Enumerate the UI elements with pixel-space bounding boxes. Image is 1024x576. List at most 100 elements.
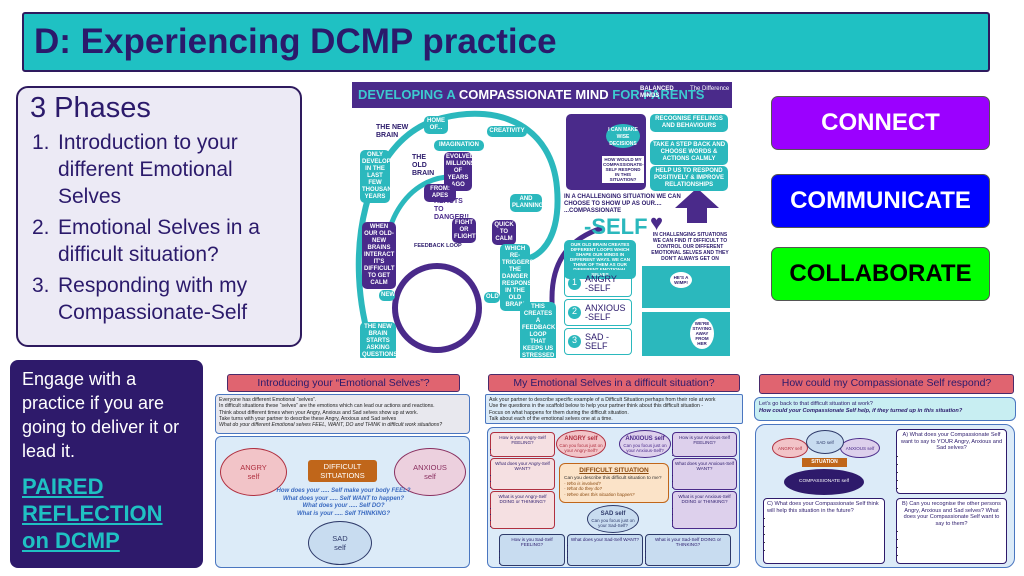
phase-item: 3. Responding with my Compassionate-Self bbox=[30, 272, 288, 326]
question-box-c: C) What does your Compassionate Self thi… bbox=[763, 498, 885, 564]
panel1-header: Introducing your “Emotional Selves”? bbox=[227, 374, 460, 392]
self-label: self bbox=[334, 543, 346, 552]
sad-doing-box: What is your Sad-Self DOING or THINKING? bbox=[645, 534, 731, 566]
the-difference-logo: The Difference bbox=[690, 86, 730, 92]
situation-item: - What do they do? bbox=[564, 486, 603, 492]
self-label: self bbox=[247, 472, 260, 481]
phase-text: Responding with my Compassionate-Self bbox=[58, 274, 248, 324]
phase-number: 3. bbox=[32, 274, 50, 297]
self-label: -SELF bbox=[584, 214, 648, 239]
box-question: What does your Angry-Self WANT? bbox=[495, 461, 550, 472]
evolved-bubble: EVOLVED MILLIONS OF YEARS AGO bbox=[444, 152, 475, 191]
question: What does your ..... Self DO? bbox=[302, 503, 385, 509]
self-number: 3 bbox=[568, 335, 581, 348]
sad-feeling-box: How is you Sad-Self FEELING? bbox=[499, 534, 565, 566]
difficult-situation-box: DIFFICULT SITUATION Can you describe thi… bbox=[559, 463, 669, 503]
infographic-title-a: DEVELOPING A bbox=[358, 87, 459, 102]
box-question: What does your Sad-Self WANT? bbox=[570, 537, 640, 542]
sad-want-box: What does your Sad-Self WANT? bbox=[567, 534, 643, 566]
sad-focus: Can you focus just on your Sad-Self? bbox=[591, 517, 635, 528]
slide-title: D: Experiencing DCMP practice bbox=[22, 12, 990, 72]
phase-item: 2. Emotional Selves in a difficult situat… bbox=[30, 214, 288, 268]
compassionate-self-ellipse: COMPASSIONATE self bbox=[784, 469, 864, 495]
infographic-header: DEVELOPING A COMPASSIONATE MIND FOR PARE… bbox=[352, 82, 732, 108]
only-developed-bubble: ONLY DEVELOPED IN THE LAST FEW THOUSAND … bbox=[360, 150, 399, 203]
intro-line: Think about different times when your An… bbox=[219, 409, 419, 416]
wise-decisions-bubble: I CAN MAKE WISE DECISIONS bbox=[606, 124, 640, 148]
question-box-b: B) Can you recognise the other persons A… bbox=[896, 498, 1007, 564]
new-brain-starts-bubble: THE NEW BRAIN STARTS ASKING QUESTIONS bbox=[360, 322, 397, 358]
collaborate-button[interactable]: COLLABORATE bbox=[771, 247, 990, 301]
intro-question: What do your different Emotional selves … bbox=[219, 422, 443, 429]
situation-title: DIFFICULT SITUATION bbox=[579, 467, 649, 474]
creativity-bubble: CREATIVITY bbox=[487, 126, 527, 137]
angry-want-box: What does your Angry-Self WANT? bbox=[490, 458, 555, 490]
self-number: 2 bbox=[568, 306, 581, 319]
question: How does your ..... Self make your body … bbox=[276, 488, 411, 494]
paired-reflection-link[interactable]: PAIRED REFLECTION on DCMP bbox=[22, 474, 163, 553]
panel-compassionate-self: How could my Compassionate Self respond?… bbox=[752, 372, 1022, 568]
intro-line: Let's go back to that difficult situatio… bbox=[759, 401, 873, 407]
help-us-item: HELP US TO RESPOND POSITIVELY & IMPROVE … bbox=[650, 166, 728, 191]
panel3-header: How could my Compassionate Self respond? bbox=[759, 374, 1014, 394]
situation-box: SITUATION bbox=[802, 458, 847, 467]
box-question: What is your Anxious-Self DOING or THINK… bbox=[678, 494, 731, 505]
box-question: What does your Anxious-Self WANT? bbox=[675, 461, 734, 472]
sad-self-ellipse: SAD self bbox=[806, 430, 844, 454]
communicate-button[interactable]: COMMUNICATE bbox=[771, 174, 990, 228]
step-back-item: TAKE A STEP BACK AND CHOOSE WORDS & ACTI… bbox=[650, 140, 728, 165]
reacts-to-danger: REACTS TO DANGER!! bbox=[434, 198, 469, 221]
challenging-situation-text: IN A CHALLENGING SITUATION WE CAN CHOOSE… bbox=[564, 194, 681, 214]
old-bubble: OLD bbox=[484, 292, 500, 303]
intro-line: Use the questions in the scaffold below … bbox=[489, 403, 704, 410]
box-question: B) Can you recognise the other persons A… bbox=[902, 501, 1001, 527]
intro-line: Focus on what happens for them during th… bbox=[489, 409, 629, 416]
situation-item: - When does this situation happen? bbox=[564, 491, 635, 497]
question: What is your ..... Self THINKING? bbox=[296, 510, 390, 517]
anxious-label: ANXIOUS bbox=[413, 463, 447, 472]
wimp-bubble: HE'S A WIMP! bbox=[670, 272, 692, 288]
panel2-header: My Emotional Selves in a difficult situa… bbox=[488, 374, 740, 392]
question-box-a: A) What does your Compassionate Self wan… bbox=[896, 429, 1007, 494]
panel-introducing-selves: Introducing your “Emotional Selves”? Eve… bbox=[215, 372, 485, 568]
in-challenging-text: IN CHALLENGING SITUATIONS WE CAN FIND IT… bbox=[651, 232, 729, 262]
self-number: 1 bbox=[568, 277, 581, 290]
angry-doing-box: What is your Angry-Self DOING or THINKIN… bbox=[490, 491, 555, 529]
home-of-bubble: HOME OF... bbox=[424, 116, 448, 134]
this-creates-bubble: THIS CREATES A FEEDBACK LOOP THAT KEEPS … bbox=[520, 302, 556, 358]
angry-self-ellipse: ANGRY self bbox=[772, 438, 808, 458]
box-question: A) What does your Compassionate Self wan… bbox=[900, 432, 1003, 452]
sad-label: SAD bbox=[332, 534, 348, 543]
intro-line: Everyone has different Emotional “selves… bbox=[219, 397, 317, 403]
staying-away-scene: WE'RE STAYING AWAY FROM HER bbox=[642, 312, 730, 356]
phase-number: 1. bbox=[32, 131, 50, 154]
phase-text: Emotional Selves in a difficult situatio… bbox=[58, 216, 260, 266]
quick-calm-bubble: QUICK TO CALM bbox=[492, 220, 516, 245]
connect-button[interactable]: CONNECT bbox=[771, 96, 990, 150]
staying-away-bubble: WE'RE STAYING AWAY FROM HER bbox=[690, 318, 714, 349]
phase-number: 2. bbox=[32, 216, 50, 239]
intro-line: Ask your partner to describe specific ex… bbox=[489, 397, 716, 403]
panel2-intro: Ask your partner to describe specific ex… bbox=[485, 394, 743, 424]
panel-selves-difficult-situation: My Emotional Selves in a difficult situa… bbox=[485, 372, 750, 568]
panel1-intro: Everyone has different Emotional “selves… bbox=[215, 394, 470, 434]
when-our-brains-bubble: WHEN OUR OLD-NEW BRAINS INTERACT IT'S DI… bbox=[362, 222, 396, 289]
infographic-title-b: COMPASSIONATE MIND bbox=[458, 87, 613, 102]
imagination-bubble: IMAGINATION bbox=[434, 140, 484, 151]
self-label: self bbox=[424, 472, 436, 481]
compassionate-mind-infographic: DEVELOPING A COMPASSIONATE MIND FOR PARE… bbox=[352, 82, 732, 358]
panel1-questions: How does your ..... Self make your body … bbox=[256, 488, 431, 518]
panel3-main: ANGRY self SAD self ANXIOUS self SITUATI… bbox=[755, 424, 1015, 568]
box-question: What is your Angry-Self DOING or THINKIN… bbox=[498, 494, 547, 505]
angry-self-label: ANGRY self bbox=[564, 435, 598, 442]
phases-box: 3 Phases 1.Introduction to your differen… bbox=[16, 86, 302, 347]
